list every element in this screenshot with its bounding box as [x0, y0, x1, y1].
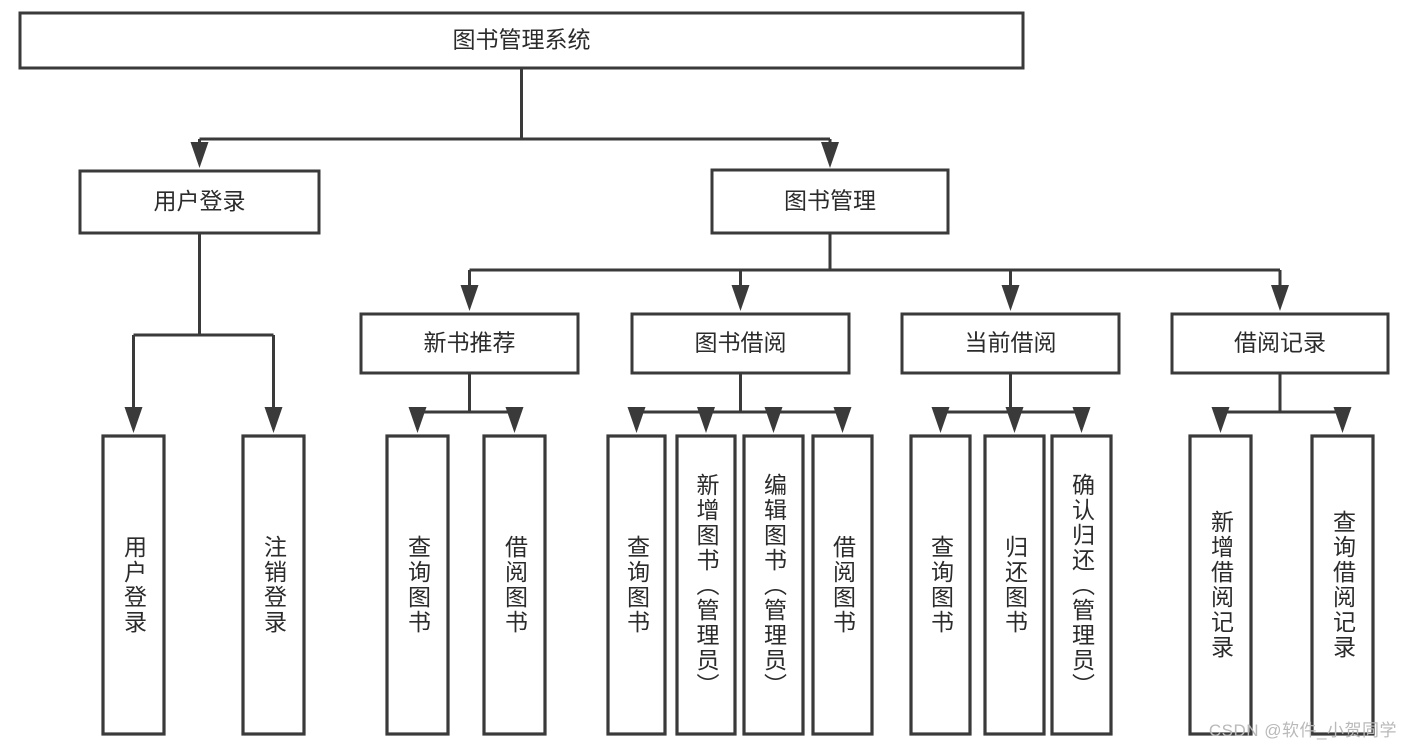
- arrow-head-icon: [1211, 407, 1230, 433]
- node-user-login-label: 用户登录: [154, 188, 246, 214]
- leaf-label-wrap: 新增图书（管理员）: [677, 436, 735, 734]
- leaf-cell: 查询图书: [911, 436, 970, 734]
- arrow-head-icon: [731, 285, 750, 311]
- connector-edges: [124, 68, 1352, 433]
- node-leaf-user-login[interactable]: [101, 434, 166, 736]
- node-book-borrow-label: 图书借阅: [695, 330, 787, 356]
- node-leaf-add-record[interactable]: [1188, 434, 1253, 736]
- arrow-head-icon: [190, 142, 209, 168]
- node-leaf-query-book-2[interactable]: [606, 434, 667, 736]
- leaf-cell: 用户登录: [103, 436, 164, 734]
- node-leaf-confirm-return[interactable]: [1050, 434, 1113, 736]
- arrow-head-icon: [408, 407, 427, 433]
- node-leaf-add-book-label: 新增图书（管理员）: [693, 472, 719, 698]
- leaf-label-wrap: 编辑图书（管理员）: [744, 436, 803, 734]
- arrow-head-icon: [264, 407, 283, 433]
- node-boxes: 图书管理系统用户登录图书管理新书推荐图书借阅当前借阅借阅记录用户登录注销登录查询…: [18, 11, 1390, 736]
- leaf-label-wrap: 确认归还（管理员）: [1052, 436, 1111, 734]
- arrow-head-icon: [1005, 407, 1024, 433]
- leaf-label-wrap: 查询图书: [387, 436, 448, 734]
- node-leaf-query-book-2-label: 查询图书: [623, 535, 650, 635]
- node-leaf-add-record-label: 新增借阅记录: [1207, 510, 1234, 660]
- arrow-head-icon: [124, 407, 143, 433]
- leaf-label-wrap: 借阅图书: [484, 436, 545, 734]
- node-root-title-label: 图书管理系统: [453, 27, 591, 53]
- leaf-label-wrap: 用户登录: [103, 436, 164, 734]
- node-leaf-query-record-label: 查询借阅记录: [1329, 510, 1356, 660]
- leaf-cell: 归还图书: [985, 436, 1044, 734]
- node-borrow-record-label: 借阅记录: [1234, 330, 1326, 356]
- leaf-cell: 借阅图书: [484, 436, 545, 734]
- leaf-cell: 借阅图书: [813, 436, 872, 734]
- leaf-cell: 确认归还（管理员）: [1052, 436, 1111, 734]
- node-leaf-query-record[interactable]: [1310, 434, 1375, 736]
- node-book-manage[interactable]: [710, 168, 950, 235]
- arrow-head-icon: [764, 407, 783, 433]
- leaf-cell: 新增图书（管理员）: [677, 436, 735, 734]
- leaf-label-wrap: 借阅图书: [813, 436, 872, 734]
- leaf-cell: 查询借阅记录: [1312, 436, 1373, 734]
- arrow-head-icon: [1072, 407, 1091, 433]
- arrow-head-icon: [833, 407, 852, 433]
- node-leaf-logout[interactable]: [241, 434, 306, 736]
- leaf-cell: 编辑图书（管理员）: [744, 436, 803, 734]
- arrow-head-icon: [460, 285, 479, 311]
- arrow-head-icon: [1333, 407, 1352, 433]
- leaf-label-wrap: 归还图书: [985, 436, 1044, 734]
- arrow-head-icon: [697, 407, 715, 433]
- leaf-cell: 查询图书: [608, 436, 665, 734]
- node-book-borrow[interactable]: [630, 312, 851, 375]
- arrow-head-icon: [931, 407, 950, 433]
- node-current-borrow[interactable]: [900, 312, 1121, 375]
- node-new-book-rec-label: 新书推荐: [424, 330, 516, 356]
- node-root-title[interactable]: [18, 11, 1025, 70]
- node-leaf-query-book-3-label: 查询图书: [927, 535, 954, 635]
- leaf-cell: 查询图书: [387, 436, 448, 734]
- leaf-label-wrap: 新增借阅记录: [1190, 436, 1251, 734]
- leaf-label-wrap: 查询图书: [608, 436, 665, 734]
- node-leaf-borrow-book-1[interactable]: [482, 434, 547, 736]
- arrow-head-icon: [627, 407, 646, 433]
- node-book-manage-label: 图书管理: [784, 188, 876, 214]
- node-leaf-return-book-label: 归还图书: [1001, 535, 1028, 635]
- leaf-label-wrap: 注销登录: [243, 436, 304, 734]
- leaf-label-wrap: 查询借阅记录: [1312, 436, 1373, 734]
- leaf-label-wrap: 查询图书: [911, 436, 970, 734]
- node-user-login[interactable]: [78, 169, 321, 235]
- node-leaf-borrow-book-2-label: 借阅图书: [829, 535, 856, 635]
- node-leaf-query-book-1-label: 查询图书: [404, 535, 431, 635]
- node-leaf-query-book-3[interactable]: [909, 434, 972, 736]
- arrow-head-icon: [821, 142, 839, 168]
- node-leaf-user-login-label: 用户登录: [120, 535, 147, 635]
- node-leaf-borrow-book-2[interactable]: [811, 434, 874, 736]
- node-leaf-borrow-book-1-label: 借阅图书: [501, 535, 528, 635]
- node-current-borrow-label: 当前借阅: [965, 330, 1057, 356]
- node-leaf-add-book[interactable]: [675, 434, 737, 736]
- node-leaf-logout-label: 注销登录: [260, 535, 287, 635]
- arrow-head-icon: [1271, 285, 1289, 311]
- arrow-head-icon: [505, 407, 524, 433]
- node-leaf-return-book[interactable]: [983, 434, 1046, 736]
- node-new-book-rec[interactable]: [359, 312, 580, 375]
- arrow-head-icon: [1001, 285, 1020, 311]
- node-borrow-record[interactable]: [1170, 312, 1390, 375]
- node-leaf-query-book-1[interactable]: [385, 434, 450, 736]
- node-leaf-edit-book[interactable]: [742, 434, 805, 736]
- node-leaf-confirm-return-label: 确认归还（管理员）: [1068, 472, 1095, 698]
- leaf-cell: 注销登录: [243, 436, 304, 734]
- leaf-cell: 新增借阅记录: [1190, 436, 1251, 734]
- node-leaf-edit-book-label: 编辑图书（管理员）: [760, 472, 787, 698]
